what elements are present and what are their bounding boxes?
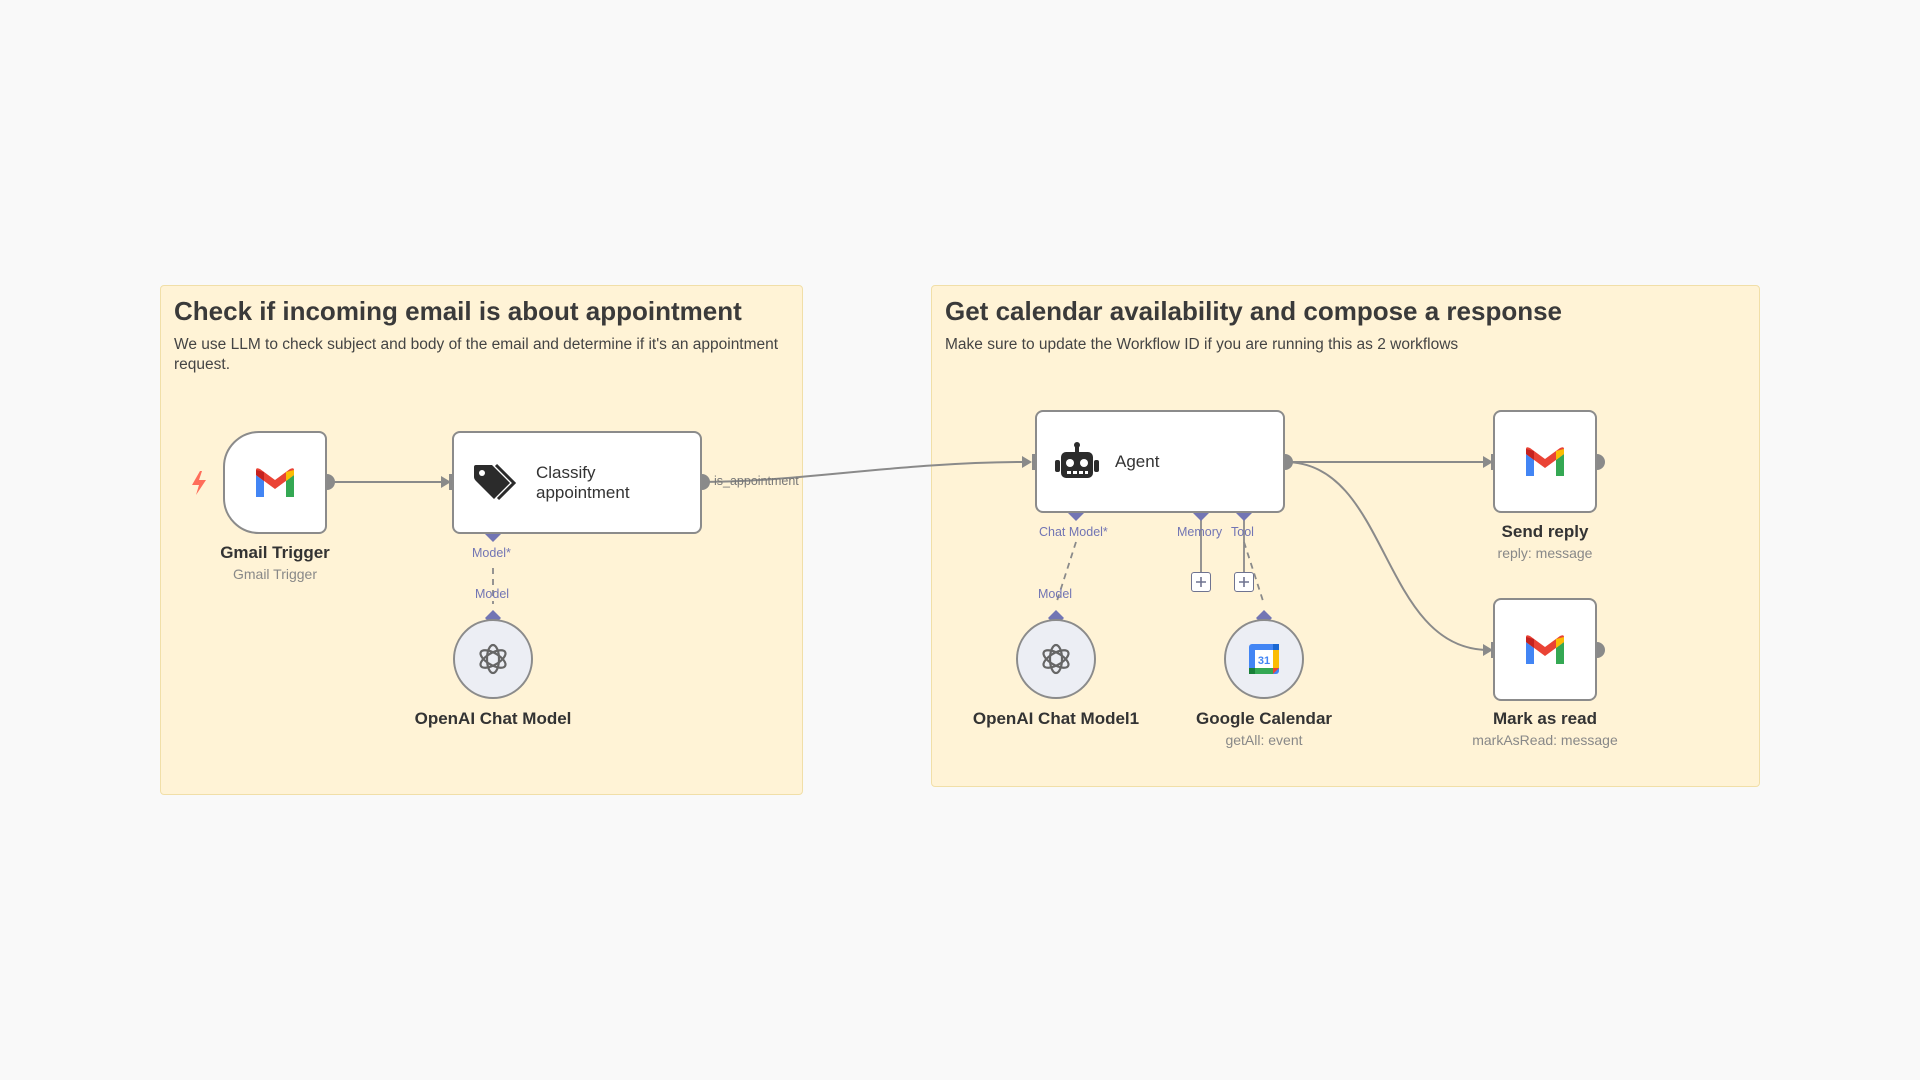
google-calendar-icon: 31: [1249, 644, 1279, 674]
node-send-reply[interactable]: [1493, 410, 1597, 513]
node-openai-chat-model1[interactable]: [1016, 619, 1096, 699]
node-subtitle: markAsRead: message: [1472, 732, 1618, 748]
node-title-line: Classify: [536, 462, 596, 482]
node-title: Google Calendar: [1195, 709, 1333, 728]
gmail-icon: [1526, 446, 1564, 476]
gmail-icon: [1526, 634, 1564, 664]
arrowhead: [1483, 644, 1493, 656]
node-title: OpenAI Chat Model: [414, 709, 572, 728]
node-subtitle: reply: message: [1497, 545, 1593, 561]
sticky-title: Get calendar availability and compose a …: [945, 296, 1563, 326]
arrowhead: [441, 476, 451, 488]
tag-icon: [474, 463, 516, 500]
node-gmail-trigger[interactable]: [223, 431, 327, 534]
node-subtitle: getAll: event: [1225, 732, 1303, 748]
input-port: [1032, 454, 1037, 470]
node-subtitle: Gmail Trigger: [232, 566, 318, 582]
connection-classify-agent: [701, 461, 1029, 483]
edge-label-is-appointment: is_appointment: [714, 474, 799, 488]
openai-icon: [1042, 643, 1070, 675]
add-tool-button[interactable]: [1234, 572, 1254, 592]
node-classify-appointment[interactable]: Classify appointment: [452, 431, 702, 534]
input-port: [449, 474, 454, 490]
port-label-chat-model: Chat Model*: [1039, 525, 1108, 539]
arrowhead: [1022, 456, 1032, 468]
port-label-model-required: Model*: [472, 546, 511, 560]
add-memory-button[interactable]: [1191, 572, 1211, 592]
connection-agent-markread: [1284, 461, 1490, 651]
gmail-icon: [256, 467, 294, 497]
node-title: Gmail Trigger: [220, 543, 330, 562]
node-title: Send reply: [1501, 522, 1589, 541]
plus-icon: [1239, 577, 1249, 587]
node-openai-chat-model[interactable]: [453, 619, 533, 699]
sticky-title: Check if incoming email is about appoint…: [174, 296, 742, 326]
node-title-line: appointment: [536, 482, 630, 502]
node-agent[interactable]: Agent: [1035, 410, 1285, 513]
sticky-note-calendar[interactable]: Get calendar availability and compose a …: [931, 285, 1760, 787]
port-label-memory: Memory: [1177, 525, 1223, 539]
node-title: Classify appointment: [536, 463, 630, 503]
arrowhead: [1483, 456, 1493, 468]
svg-text:31: 31: [1258, 655, 1270, 667]
node-mark-as-read[interactable]: [1493, 598, 1597, 701]
node-title: Agent: [1115, 451, 1160, 471]
sticky-body: We use LLM to check subject and body of …: [174, 336, 779, 373]
trigger-bolt-icon: [192, 471, 206, 495]
port-label-model: Model: [1038, 587, 1073, 601]
node-title: OpenAI Chat Model1: [972, 709, 1140, 728]
sticky-note-classify[interactable]: Check if incoming email is about appoint…: [160, 285, 803, 795]
robot-icon: [1055, 441, 1099, 478]
port-label-tool: Tool: [1231, 525, 1254, 539]
sticky-body: Make sure to update the Workflow ID if y…: [945, 336, 1459, 353]
plus-icon: [1196, 577, 1206, 587]
openai-icon: [479, 643, 507, 675]
port-label-model: Model: [475, 587, 510, 601]
node-title: Mark as read: [1493, 709, 1597, 728]
node-google-calendar[interactable]: 31: [1224, 619, 1304, 699]
